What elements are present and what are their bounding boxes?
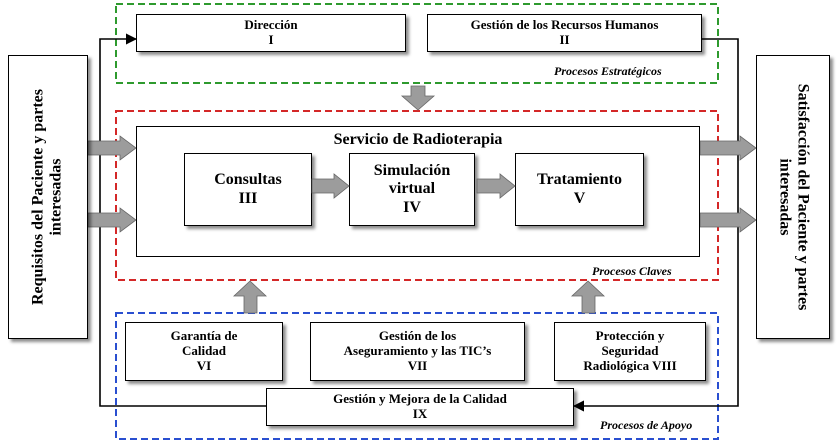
strategic-to-key-arrow [400, 85, 436, 111]
rrhh-number: II [559, 32, 570, 47]
aseguramiento-name-1: Gestión de los [378, 328, 457, 344]
support-to-key-arrow-left [232, 280, 268, 314]
satisfaccion-panel: Satisfacción del Paciente y partes inter… [756, 55, 830, 339]
apoyo-group-frame [115, 312, 719, 440]
tratamiento-box: Tratamiento V [515, 153, 644, 226]
simulacion-number: IV [403, 198, 421, 216]
requisitos-label: Requisitos del Paciente y partes interes… [30, 89, 67, 305]
tratamiento-name: Tratamiento [536, 171, 622, 189]
satisfaccion-line-1: Satisfacción del Paciente y partes [794, 83, 812, 311]
proteccion-box: Protección y Seguridad Radiológica VIII [554, 322, 706, 381]
aseguramiento-box: Gestión de los Aseguramiento y las TIC’s… [310, 322, 525, 381]
requisitos-line-1: Requisitos del Paciente y partes [29, 89, 47, 305]
output-arrow-top [699, 135, 757, 161]
input-arrow-bottom [87, 207, 137, 233]
satisfaccion-line-2: interesadas [776, 158, 793, 236]
rrhh-box: Gestión de los Recursos Humanos II [427, 14, 702, 52]
requisitos-line-2: interesadas [48, 158, 65, 236]
proteccion-name-1: Protección y [595, 328, 665, 344]
satisfaccion-label: Satisfacción del Paciente y partes inter… [775, 83, 812, 311]
consultas-name: Consultas [214, 171, 282, 189]
estrategicos-label: Procesos Estratégicos [554, 64, 662, 78]
garantia-name-2: Calidad [181, 343, 227, 359]
estrategicos-group-frame [115, 3, 719, 84]
consultas-number: III [238, 189, 258, 207]
servicio-title: Servicio de Radioterapia [333, 131, 503, 148]
direccion-name: Dirección [244, 17, 298, 33]
proteccion-name-2: Seguridad [601, 343, 659, 359]
proteccion-name-3: Radiológica VIII [583, 357, 677, 373]
tratamiento-number: V [573, 189, 586, 207]
apoyo-label: Procesos de Apoyo [598, 418, 695, 433]
mejora-number: IX [412, 406, 428, 421]
output-arrow-bottom [699, 207, 757, 233]
mejora-name: Gestión y Mejora de la Calidad [333, 391, 507, 407]
garantia-name-1: Garantía de [170, 328, 238, 344]
simulacion-name-2: virtual [388, 180, 436, 198]
requisitos-panel: Requisitos del Paciente y partes interes… [8, 55, 88, 339]
direccion-box: Dirección I [136, 14, 406, 52]
claves-label: Procesos Claves [592, 264, 672, 278]
support-to-key-arrow-right [570, 280, 606, 314]
consultas-box: Consultas III [184, 153, 312, 226]
simulacion-name-1: Simulación [373, 161, 451, 179]
aseguramiento-number: VII [407, 357, 428, 373]
simulacion-box: Simulación virtual IV [349, 153, 475, 226]
mejora-box: Gestión y Mejora de la Calidad IX [266, 388, 574, 426]
garantia-box: Garantía de Calidad VI [125, 322, 283, 381]
rrhh-name: Gestión de los Recursos Humanos [470, 17, 659, 33]
direccion-number: I [268, 32, 274, 47]
claves-group-frame [115, 110, 719, 281]
aseguramiento-name-2: Aseguramiento y las TIC’s [343, 343, 492, 359]
input-arrow-top [87, 135, 137, 161]
garantia-number: VI [196, 357, 212, 373]
